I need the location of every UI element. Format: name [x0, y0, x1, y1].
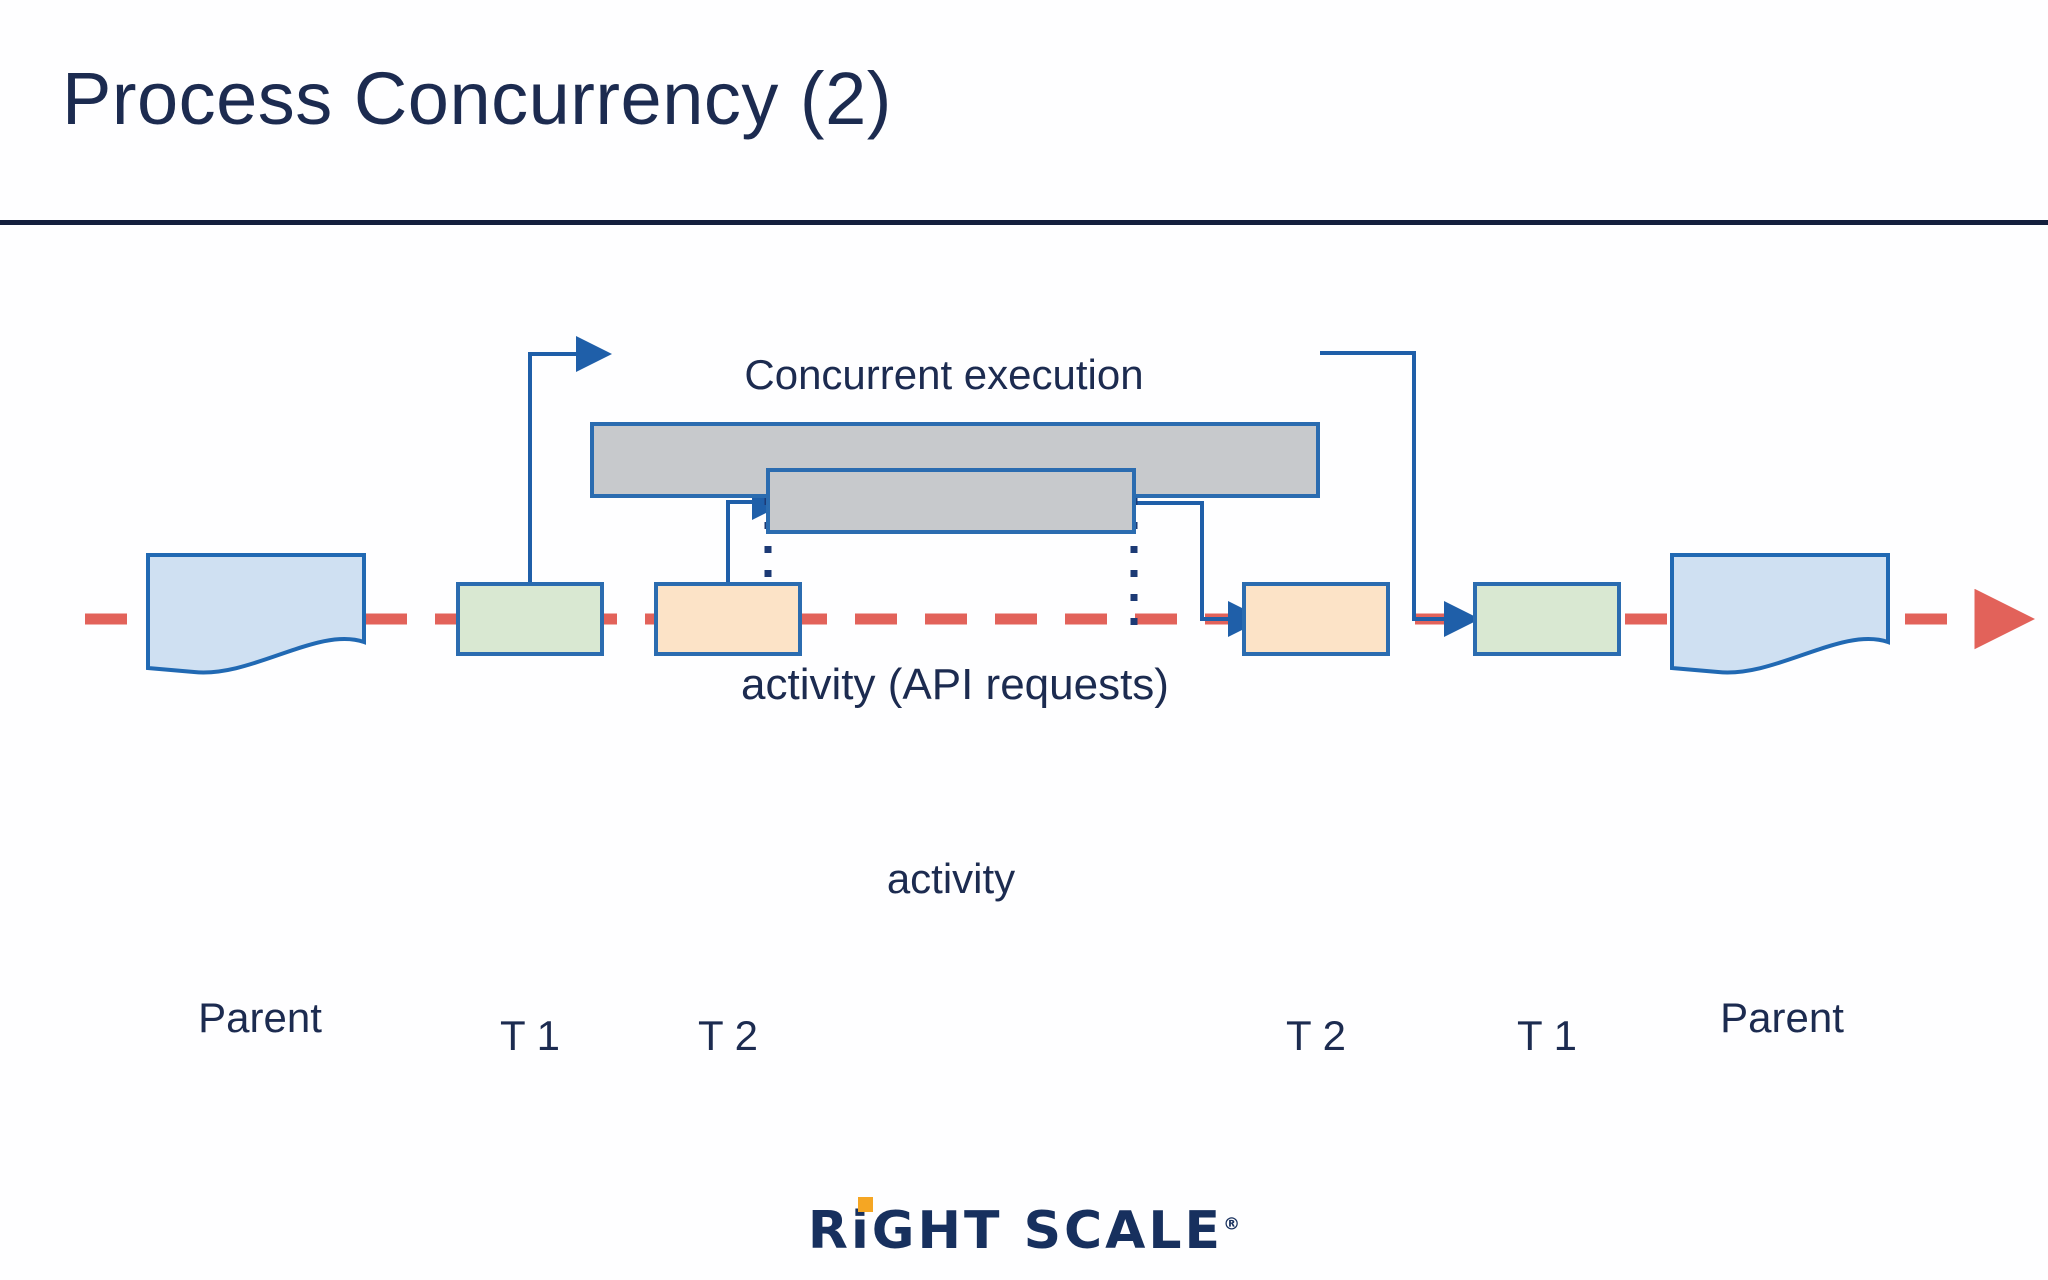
- parent-right-label: Parent: [1720, 994, 1844, 1041]
- t1-left-box[interactable]: [456, 582, 604, 656]
- connector-t1-to-activity-api: [528, 336, 612, 584]
- logo-registered-mark: ®: [1223, 1214, 1241, 1235]
- connector-activity-to-t2-right: [1136, 501, 1264, 637]
- connector-t2-to-activity: [726, 484, 788, 584]
- t2-left-box[interactable]: [654, 582, 802, 656]
- process-concurrency-diagram: Concurrent execution activity (API reque…: [0, 226, 2048, 1156]
- title-divider: [0, 220, 2048, 225]
- t1-right-box[interactable]: [1473, 582, 1621, 656]
- t1-right-label: T 1: [1517, 1012, 1577, 1059]
- activity-api-requests-label: activity (API requests): [741, 660, 1169, 709]
- t1-left-label: T 1: [500, 1012, 560, 1059]
- parent-left-shape[interactable]: [146, 553, 366, 675]
- logo-accent-dot: [857, 1197, 873, 1212]
- t2-left-label: T 2: [698, 1012, 758, 1059]
- parent-right-shape[interactable]: [1670, 553, 1890, 675]
- diagram-canvas: [85, 336, 2035, 675]
- activity-label: activity: [886, 855, 1016, 902]
- t2-right-box[interactable]: [1242, 582, 1390, 656]
- activity-box-fill[interactable]: [766, 468, 1136, 534]
- connector-activity-api-to-t1-right: [1320, 351, 1480, 637]
- page-title: Process Concurrency (2): [62, 57, 892, 140]
- concurrent-execution-label: Concurrent execution: [744, 351, 1144, 398]
- logo-right-text: RiGHT: [807, 1201, 1003, 1261]
- logo-scale-text: SCALE: [1023, 1201, 1224, 1261]
- logo-wordmark: RiGHT SCALE®: [808, 1197, 1241, 1257]
- rightscale-logo: RiGHT SCALE®: [0, 1197, 2048, 1257]
- parent-left-label: Parent: [198, 994, 322, 1041]
- t2-right-label: T 2: [1286, 1012, 1346, 1059]
